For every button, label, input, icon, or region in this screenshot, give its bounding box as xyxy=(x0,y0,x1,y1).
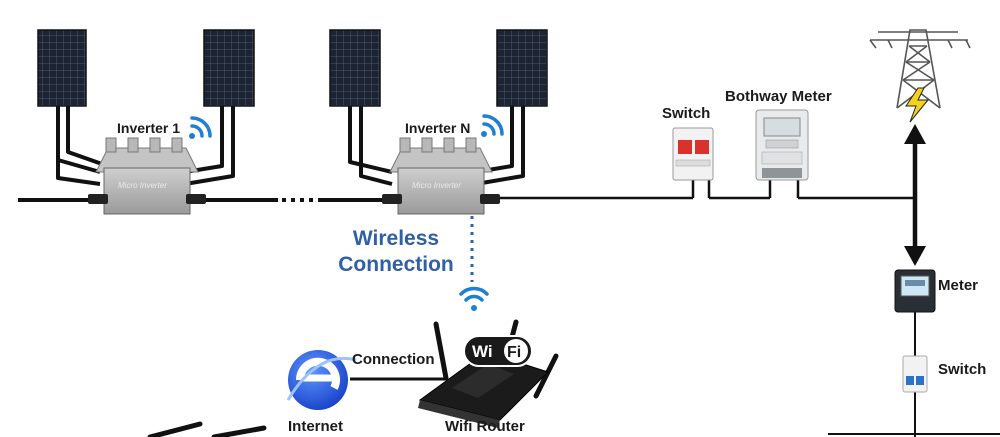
switch-top-label: Switch xyxy=(662,105,711,122)
wifi-router-device xyxy=(418,319,559,428)
micro-inverter-label: Micro Inverter xyxy=(412,181,461,190)
wifi-icon xyxy=(459,286,489,311)
switch-breaker-top xyxy=(672,127,714,181)
bothway-meter-label: Bothway Meter xyxy=(725,88,832,105)
solar-panel xyxy=(203,29,255,107)
inverter-1-label: Inverter 1 xyxy=(117,120,181,136)
meter-device xyxy=(894,269,936,313)
switch-breaker-right xyxy=(902,355,928,393)
wifi-icon xyxy=(189,116,212,139)
micro-inverter-1: Micro Inverter xyxy=(88,137,206,215)
wifi-icon xyxy=(481,114,504,137)
lightning-icon xyxy=(905,87,930,123)
wireless-line-1: Wireless xyxy=(352,227,440,250)
solar-panel xyxy=(329,29,381,107)
wireless-line-2: Connection xyxy=(338,253,454,276)
partial-cable xyxy=(147,421,267,437)
internet-e-icon xyxy=(286,350,357,410)
svg-text:Wi: Wi xyxy=(472,342,493,361)
panel-cables xyxy=(56,106,525,186)
micro-inverter-label: Micro Inverter xyxy=(118,181,167,190)
meter-label: Meter xyxy=(938,277,979,294)
inverter-n-label: Inverter N xyxy=(405,120,471,136)
solar-panel xyxy=(496,29,548,107)
wireless-connection-label: Wireless Connection xyxy=(326,226,466,278)
arrow-down-icon xyxy=(904,246,926,266)
micro-inverter-n: Micro Inverter xyxy=(382,137,500,215)
bothway-meter-device xyxy=(755,109,809,181)
arrow-up-icon xyxy=(904,124,926,144)
wifi-router-label: Wifi Router xyxy=(445,418,525,435)
solar-panel xyxy=(37,29,87,107)
grid-vertical-line xyxy=(828,124,1000,437)
transmission-tower-icon xyxy=(869,29,971,109)
svg-text:Fi: Fi xyxy=(507,344,521,361)
internet-label: Internet xyxy=(288,418,344,435)
connection-label: Connection xyxy=(352,351,435,368)
switch-right-label: Switch xyxy=(938,361,987,378)
wifi-badge-icon: Wi Fi xyxy=(463,335,533,367)
